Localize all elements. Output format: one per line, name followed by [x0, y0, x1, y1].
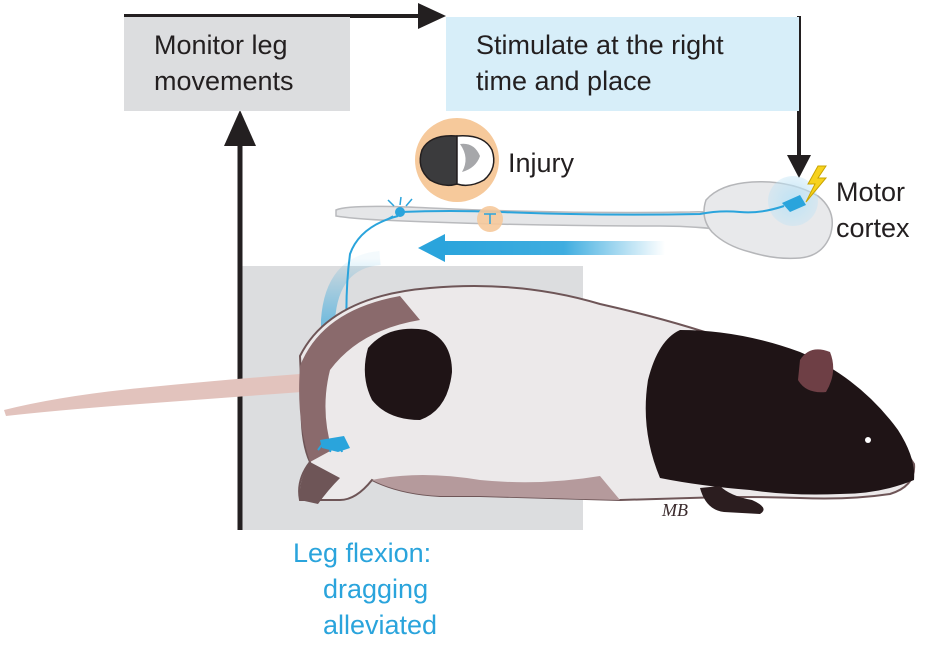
rat-hind-paw [317, 436, 350, 453]
flexion-line1: Leg flexion: [293, 538, 432, 568]
stimulate-label: Stimulate at the right time and place [476, 27, 724, 99]
lightning-icon [805, 165, 828, 203]
rat-eye [865, 437, 871, 443]
stimulate-line1: Stimulate at the right [476, 30, 724, 60]
monitor-line2: movements [154, 66, 294, 96]
top-arrowhead [418, 3, 446, 29]
rat-flank-patch [364, 328, 452, 420]
rat-belly-shade [372, 475, 620, 500]
rat-front-leg [700, 486, 764, 514]
leg-curve-arrow [321, 251, 381, 372]
cortex-neuron [782, 195, 806, 212]
spinal-neuron [385, 196, 413, 221]
injury-cross-section-icon [415, 118, 499, 202]
monitor-label: Monitor leg movements [154, 27, 294, 99]
cortex-arrowhead [787, 155, 811, 178]
injury-label: Injury [508, 148, 575, 178]
monitor-line1: Monitor leg [154, 30, 288, 60]
motor-cortex-label: Motor cortex [836, 174, 910, 246]
motor-line1: Motor [836, 177, 906, 207]
descending-signal-bar [440, 241, 665, 255]
motor-line2: cortex [836, 213, 910, 243]
corticospinal-axon [399, 205, 785, 216]
artist-signature: MB [661, 500, 688, 520]
flexion-line3: alleviated [323, 610, 438, 640]
monitor-box [124, 17, 350, 111]
injury-mark [484, 213, 496, 224]
rat-hind-leg [299, 462, 340, 504]
flexion-line2: dragging [323, 574, 429, 604]
stimulate-box [446, 17, 799, 111]
rat-ear [798, 349, 834, 393]
rat-tail [4, 374, 302, 416]
rat-head-saddle [645, 330, 915, 495]
descending-signal-arrowhead [418, 234, 445, 262]
stimulate-line2: time and place [476, 66, 652, 96]
leg-flexion-label: Leg flexion: dragging alleviated [293, 535, 437, 643]
rat-shading [299, 296, 420, 462]
monitor-arrowhead [224, 110, 256, 146]
